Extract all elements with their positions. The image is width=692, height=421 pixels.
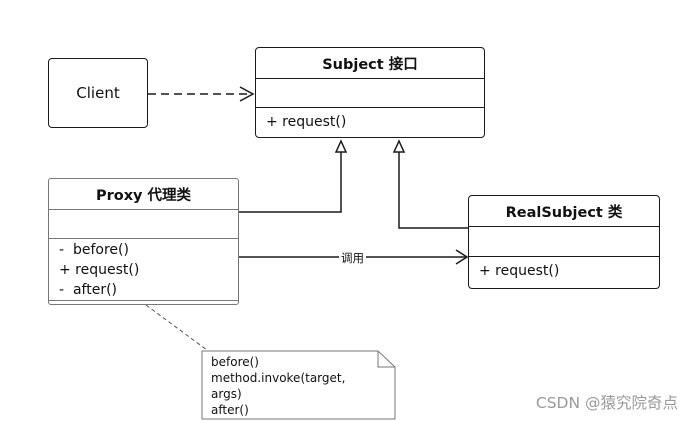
method-row: - before() (59, 242, 129, 258)
subject-title-section: Subject 接口 (256, 48, 484, 79)
method-row: - after() (59, 282, 117, 298)
watermark: CSDN @猿究院奇点 (535, 394, 678, 412)
client-box: Client (48, 58, 148, 128)
realsubject-title-section: RealSubject 类 (469, 196, 659, 227)
note-fold (377, 351, 395, 368)
method-row: + request() (59, 262, 140, 278)
note-anchor (145, 304, 212, 354)
proxy-title: Proxy 代理类 (95, 187, 192, 204)
client-label: Client (76, 84, 120, 102)
subject-methods-section: + request() (256, 108, 484, 132)
subject-title: Subject 接口 (322, 56, 418, 73)
proxy-methods-section: - before() + request() - after() (49, 239, 238, 301)
dependency-arrowhead (239, 86, 255, 102)
proxy-class: Proxy 代理类 - before() + request() - after… (48, 178, 239, 305)
subject-class: Subject 接口 + request() (255, 47, 485, 138)
proxy-title-section: Proxy 代理类 (49, 179, 238, 210)
realsubject-class: RealSubject 类 + request() (468, 195, 660, 289)
note-text: before() method.invoke(target, args) aft… (211, 355, 346, 417)
realsubject-subject-realization (398, 152, 468, 229)
realsubject-title: RealSubject 类 (505, 204, 623, 221)
association-arrowhead (455, 249, 469, 265)
realsubject-realization-arrowhead (392, 139, 406, 153)
realsubject-attributes-section (469, 227, 659, 257)
subject-attributes-section (256, 79, 484, 108)
call-label: 调用 (339, 251, 366, 265)
proxy-attributes-section (49, 210, 238, 239)
method-row: + request() (479, 263, 560, 279)
note-shape (201, 350, 396, 420)
proxy-realization-arrowhead (334, 139, 348, 153)
method-row: + request() (266, 114, 347, 130)
realsubject-methods-section: + request() (469, 257, 659, 281)
proxy-subject-realization (239, 152, 342, 213)
